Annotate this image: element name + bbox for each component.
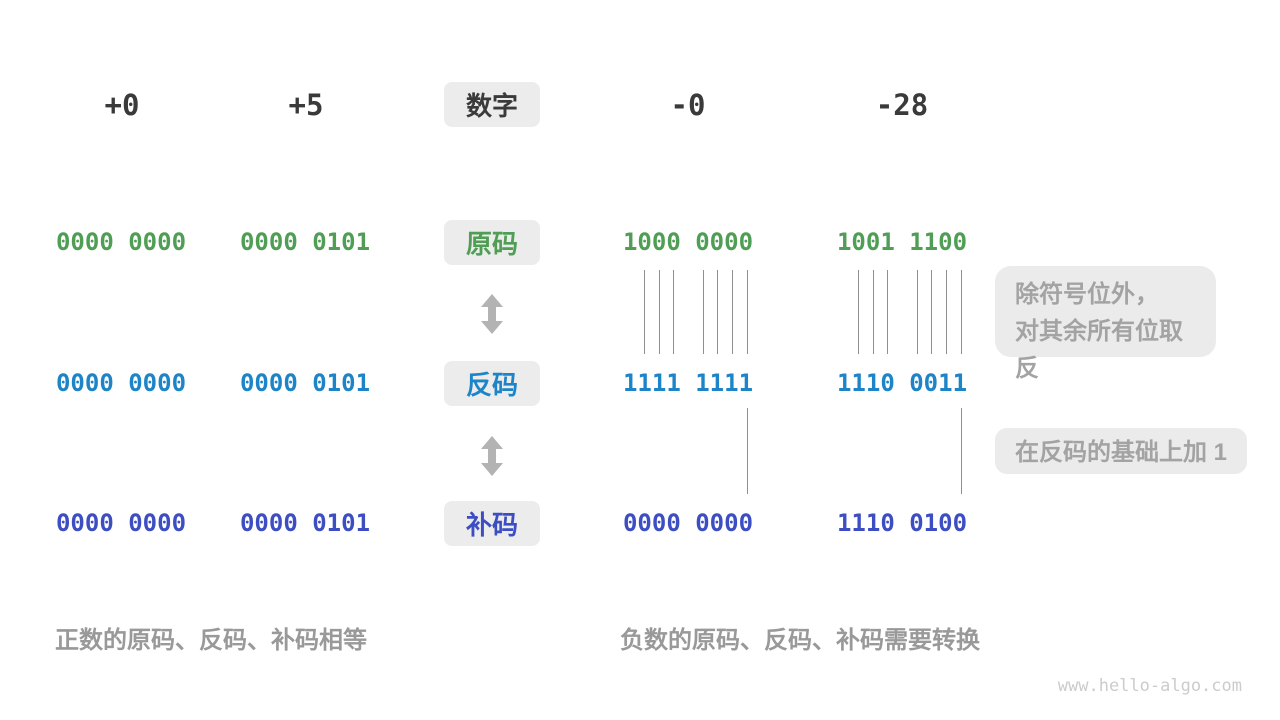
twos-complement-label-box: 补码	[444, 501, 540, 546]
ones-complement-label-box: 反码	[444, 361, 540, 406]
binary-value: 1111 1111	[622, 369, 754, 397]
watermark-url: www.hello-algo.com	[1057, 676, 1242, 696]
binary-value: 0000 0101	[239, 228, 371, 256]
binary-value: 0000 0000	[55, 509, 187, 537]
bit-invert-lines-minus0	[622, 270, 754, 354]
updown-arrow-icon	[481, 436, 503, 476]
sign-magnitude-label-box: 原码	[444, 220, 540, 265]
header-number-plus5: +5	[288, 88, 324, 122]
caption-positive-numbers: 正数的原码、反码、补码相等	[55, 627, 367, 654]
binary-value: 0000 0000	[55, 228, 187, 256]
binary-value: 1110 0100	[836, 509, 968, 537]
binary-value: 0000 0000	[622, 509, 754, 537]
header-number-minus28: -28	[875, 88, 929, 122]
binary-value: 1001 1100	[836, 228, 968, 256]
caption-negative-numbers: 负数的原码、反码、补码需要转换	[620, 627, 980, 654]
add-one-line-minus28	[836, 408, 968, 494]
annotation-invert-bits: 除符号位外， 对其余所有位取反	[995, 266, 1216, 382]
annotation-add-one: 在反码的基础上加 1	[995, 428, 1247, 474]
bit-invert-lines-minus28	[836, 270, 968, 354]
binary-value: 1000 0000	[622, 228, 754, 256]
add-one-line-minus0	[622, 408, 754, 494]
header-number-minus0: -0	[670, 88, 706, 122]
binary-value: 0000 0000	[55, 369, 187, 397]
header-label-box: 数字	[444, 82, 540, 127]
binary-value: 0000 0101	[239, 369, 371, 397]
updown-arrow-icon	[481, 294, 503, 334]
binary-value: 1110 0011	[836, 369, 968, 397]
binary-value: 0000 0101	[239, 509, 371, 537]
header-number-plus0: +0	[104, 88, 140, 122]
